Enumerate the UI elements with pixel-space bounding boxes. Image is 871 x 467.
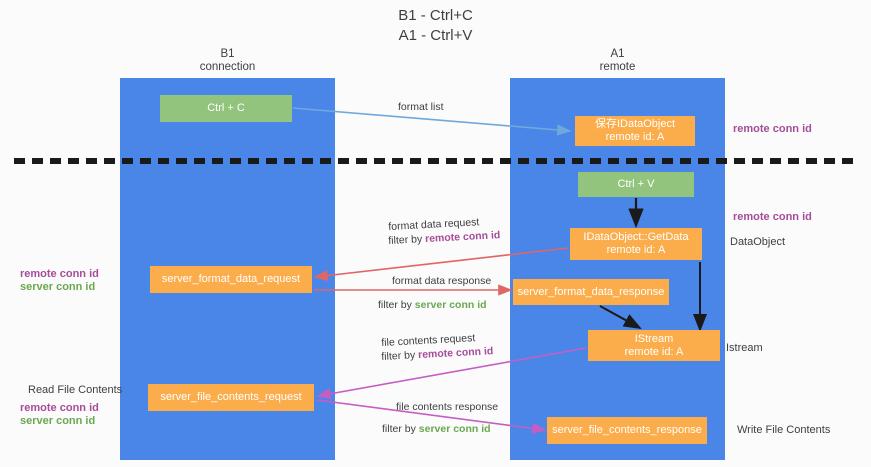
edge-label-format-data-response-filter: filter by server conn id — [378, 298, 487, 312]
annotation-remote-conn-id-mid: remote conn id — [733, 211, 812, 223]
node-istream[interactable]: IStream remote id: A — [588, 330, 720, 361]
filter-prefix-2: filter by — [378, 299, 415, 311]
annotation-left-remote-conn-id-2: remote conn id — [20, 402, 99, 414]
edge-label-file-contents-response: file contents response — [396, 401, 499, 413]
node-server-format-data-response[interactable]: server_format_data_response — [513, 279, 669, 305]
annotation-dataobject: DataObject — [730, 236, 786, 248]
annotation-write-file-contents: Write File Contents — [737, 424, 831, 436]
filter-prefix-4: filter by — [382, 423, 419, 435]
column-header-a1: A1 remote — [599, 48, 636, 73]
node-save-idataobject[interactable]: 保存IDataObject remote id: A — [575, 116, 695, 146]
filter-key-2: server conn id — [414, 299, 487, 311]
annotation-left-server-conn-id-1: server conn id — [20, 281, 96, 293]
page-title: B1 - Ctrl+C A1 - Ctrl+V — [398, 7, 473, 44]
filter-key-1: remote conn id — [424, 229, 501, 246]
annotation-left-conn-ids-1: remote conn id server conn id — [20, 268, 99, 294]
filter-prefix-1: filter by — [388, 233, 426, 247]
edge-label-format-list: format list — [398, 101, 444, 113]
annotation-left-conn-ids-2: remote conn id server conn id — [20, 402, 99, 428]
node-idataobject-getdata[interactable]: IDataObject::GetData remote id: A — [570, 228, 702, 260]
annotation-left-server-conn-id-2: server conn id — [20, 415, 96, 427]
annotation-remote-conn-id-top: remote conn id — [733, 123, 812, 135]
annotation-left-remote-conn-id-1: remote conn id — [20, 268, 99, 280]
filter-key-3: remote conn id — [417, 345, 494, 362]
node-server-format-data-request[interactable]: server_format_data_request — [150, 266, 312, 293]
node-ctrl-c[interactable]: Ctrl + C — [160, 95, 292, 122]
node-server-file-contents-request[interactable]: server_file_contents_request — [148, 384, 314, 411]
column-header-b1: B1 connection — [199, 48, 256, 73]
annotation-istream: Istream — [726, 342, 763, 354]
edge-label-file-contents-response-filter: filter by server conn id — [382, 422, 491, 436]
filter-key-4: server conn id — [418, 423, 491, 435]
filter-prefix-3: filter by — [381, 349, 419, 363]
node-ctrl-v[interactable]: Ctrl + V — [578, 172, 694, 197]
annotation-read-file-contents: Read File Contents — [28, 384, 123, 396]
edge-label-format-data-response: format data response — [392, 275, 492, 287]
node-server-file-contents-response[interactable]: server_file_contents_response — [547, 417, 707, 444]
